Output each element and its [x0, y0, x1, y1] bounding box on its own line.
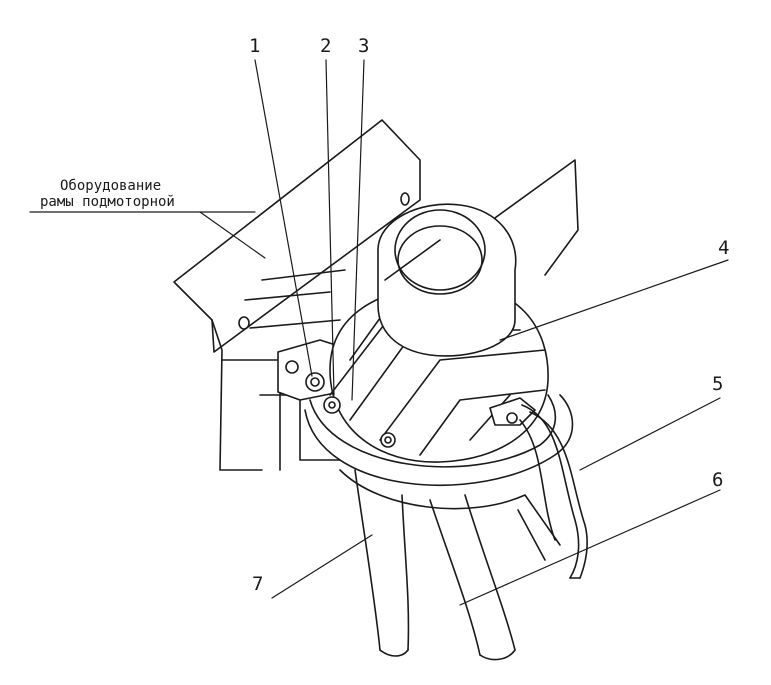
callout-5: 5 [712, 373, 723, 395]
callout-7: 7 [252, 573, 263, 595]
caption-line-1: Оборудование [60, 178, 161, 194]
bolt-2 [323, 396, 341, 414]
bolt-1 [305, 372, 325, 392]
bolt-3 [380, 432, 396, 448]
callout-4: 4 [718, 237, 729, 259]
callout-3: 3 [358, 35, 369, 57]
cylinder-top [377, 203, 517, 357]
callout-2: 2 [320, 35, 331, 57]
caption-line-2: рамы подмоторной [40, 194, 175, 210]
callout-6: 6 [712, 469, 723, 491]
clamp-ring [304, 394, 574, 561]
wires [519, 404, 588, 579]
caption-pointer [199, 211, 266, 259]
leader-lines [254, 59, 729, 606]
hoses [354, 469, 516, 661]
callout-1: 1 [249, 35, 260, 57]
connector [489, 397, 536, 426]
